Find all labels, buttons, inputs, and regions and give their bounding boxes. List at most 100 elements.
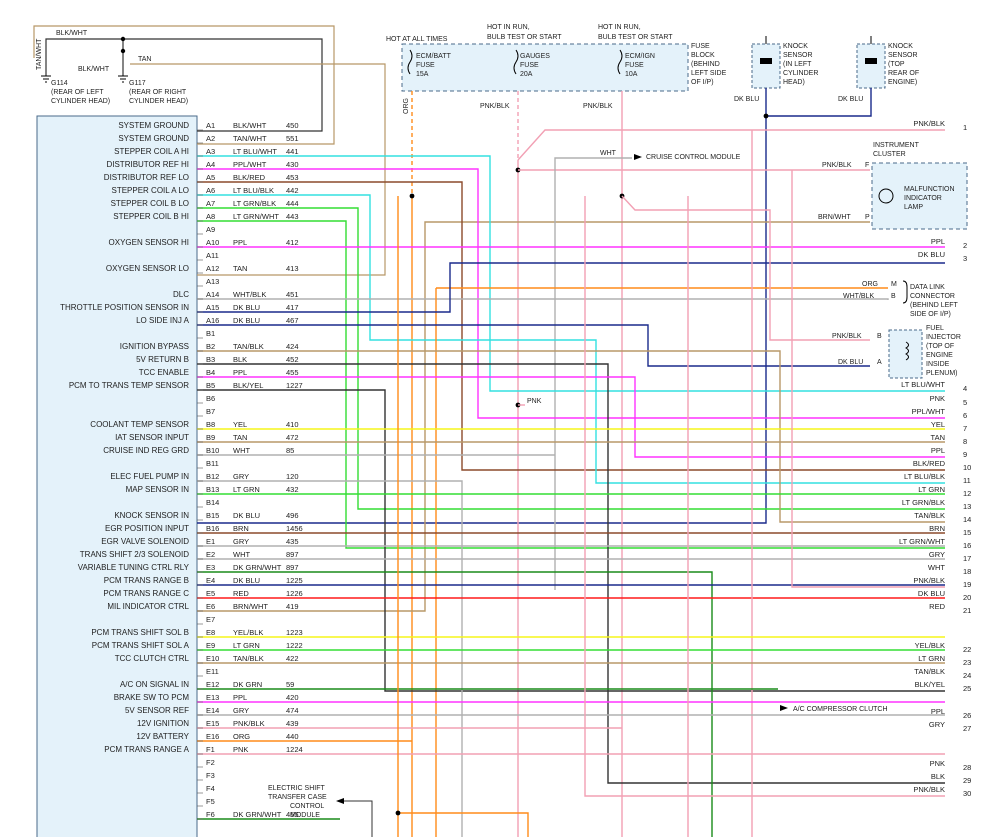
pcm-pin-id: B5	[206, 381, 215, 390]
pcm-pin-function: PCM TRANS RANGE B	[104, 576, 189, 585]
pcm-pin-row: A9	[197, 225, 215, 235]
pcm-pin-id: E7	[206, 615, 215, 624]
cluster-label: INSTRUMENT	[873, 142, 920, 149]
knock-sensor-element	[865, 58, 877, 64]
pcm-pin-function: TRANS SHIFT 2/3 SOLENOID	[80, 550, 189, 559]
fuse-gauges-type: FUSE	[520, 62, 539, 69]
pcm-pin-function: OXYGEN SENSOR LO	[106, 264, 189, 273]
svg-text:M: M	[891, 281, 897, 288]
right-wire-label: RED	[929, 602, 945, 611]
cluster-pin-f-wire: PNK/BLK	[822, 162, 852, 169]
pcm-pin-function: PCM TRANS SHIFT SOL A	[92, 641, 190, 650]
right-wire-number: 22	[963, 645, 971, 654]
pcm-pin-id: B3	[206, 355, 215, 364]
pcm-pin-id: A16	[206, 316, 219, 325]
pcm-pin-id: A8	[206, 212, 215, 221]
pcm-pin-row: B6	[197, 394, 215, 404]
pcm-pin-id: B4	[206, 368, 215, 377]
injector-coil-icon	[905, 341, 909, 361]
data-link-connector: DATA LINK CONNECTOR (BEHIND LEFT SIDE OF…	[843, 280, 959, 318]
ground-g114-desc: (REAR OF LEFT	[51, 89, 104, 96]
right-wire-label: PNK	[930, 759, 945, 768]
right-wire-label: BLK/RED	[913, 459, 946, 468]
pcm-pin-circuit: 897	[286, 550, 299, 559]
pcm-pin-circuit: 430	[286, 160, 299, 169]
pcm-pin-id: B14	[206, 498, 219, 507]
pcm-pin-id: B1	[206, 329, 215, 338]
pcm-pin-function: PCM TO TRANS TEMP SENSOR	[69, 381, 189, 390]
hot-all-times-label: HOT AT ALL TIMES	[386, 36, 448, 43]
pcm-pin-id: F5	[206, 797, 215, 806]
pcm-pin-circuit: 1224	[286, 745, 303, 754]
knock-sensor-1-label-4: CYLINDER	[783, 70, 818, 77]
pcm-module-box	[36, 115, 198, 837]
ground-g114-desc2: CYLINDER HEAD)	[51, 98, 110, 105]
pcm-pin-circuit: 435	[286, 537, 299, 546]
injector-pin-a-wire: DK BLU	[838, 359, 863, 366]
mil-lamp-icon	[878, 188, 894, 204]
pcm-pin-id: E11	[206, 667, 219, 676]
pcm-pin-id: E9	[206, 641, 215, 650]
right-wire-number: 30	[963, 789, 971, 798]
right-wire-label: PPL	[931, 446, 945, 455]
pcm-pin-wire-color: DK BLU	[233, 576, 260, 585]
pcm-pin-id: B6	[206, 394, 215, 403]
misc-components: WHT CRUISE CONTROL MODULE PNK A/C COMPRE…	[268, 150, 888, 837]
splice-dot	[120, 36, 126, 42]
right-wire-number: 29	[963, 776, 971, 785]
pcm-pin-id: F2	[206, 758, 215, 767]
right-wire-number: 17	[963, 554, 971, 563]
pcm-pin-wire-color: LT BLU/BLK	[233, 186, 274, 195]
pcm-pin-circuit: 453	[286, 173, 299, 182]
pcm-pin-id: E10	[206, 654, 219, 663]
right-wire-number: 27	[963, 724, 971, 733]
pcm-pin-id: A1	[206, 121, 215, 130]
ground-g117-desc: (REAR OF RIGHT	[129, 89, 187, 96]
pcm-pin-id: E2	[206, 550, 215, 559]
wire-label-pnkblk: PNK/BLK	[480, 103, 510, 110]
transfer-case-label-4: MODULE	[290, 812, 320, 819]
pcm-pin-circuit: 496	[286, 511, 299, 520]
pcm-pin-function: ELEC FUEL PUMP IN	[110, 472, 189, 481]
hot-run-label: HOT IN RUN,	[487, 24, 530, 31]
pcm-pin-function: PCM TRANS RANGE C	[103, 589, 189, 598]
pcm-pin-id: B13	[206, 485, 219, 494]
wire	[197, 194, 945, 484]
pcm-pin-circuit: 465	[286, 810, 299, 819]
pcm-pin-id: E14	[206, 706, 219, 715]
right-wire-number: 11	[963, 476, 971, 485]
knock-sensor-2-label: KNOCK	[888, 43, 913, 50]
right-wire-number: 23	[963, 658, 971, 667]
pcm-pin-row: B7	[197, 407, 215, 417]
wire	[197, 155, 945, 392]
pcm-pin-id: A14	[206, 290, 219, 299]
right-wire-number: 26	[963, 711, 971, 720]
pcm-pin-circuit: 424	[286, 342, 299, 351]
right-wire-label: PNK/BLK	[913, 119, 945, 128]
svg-text:F: F	[865, 162, 869, 169]
cruise-control-module-label: CRUISE CONTROL MODULE	[646, 154, 741, 161]
knock-sensor-1-label-2: SENSOR	[783, 52, 813, 59]
right-wire-number: 3	[963, 254, 967, 263]
wire	[197, 376, 945, 458]
svg-text:P: P	[865, 214, 870, 221]
pcm-pin-id: E4	[206, 576, 215, 585]
pcm-pin-id: F6	[206, 810, 215, 819]
pcm-pin-function: DISTRIBUTOR REF HI	[106, 160, 189, 169]
pcm-pin-wire-color: LT GRN/WHT	[233, 212, 279, 221]
